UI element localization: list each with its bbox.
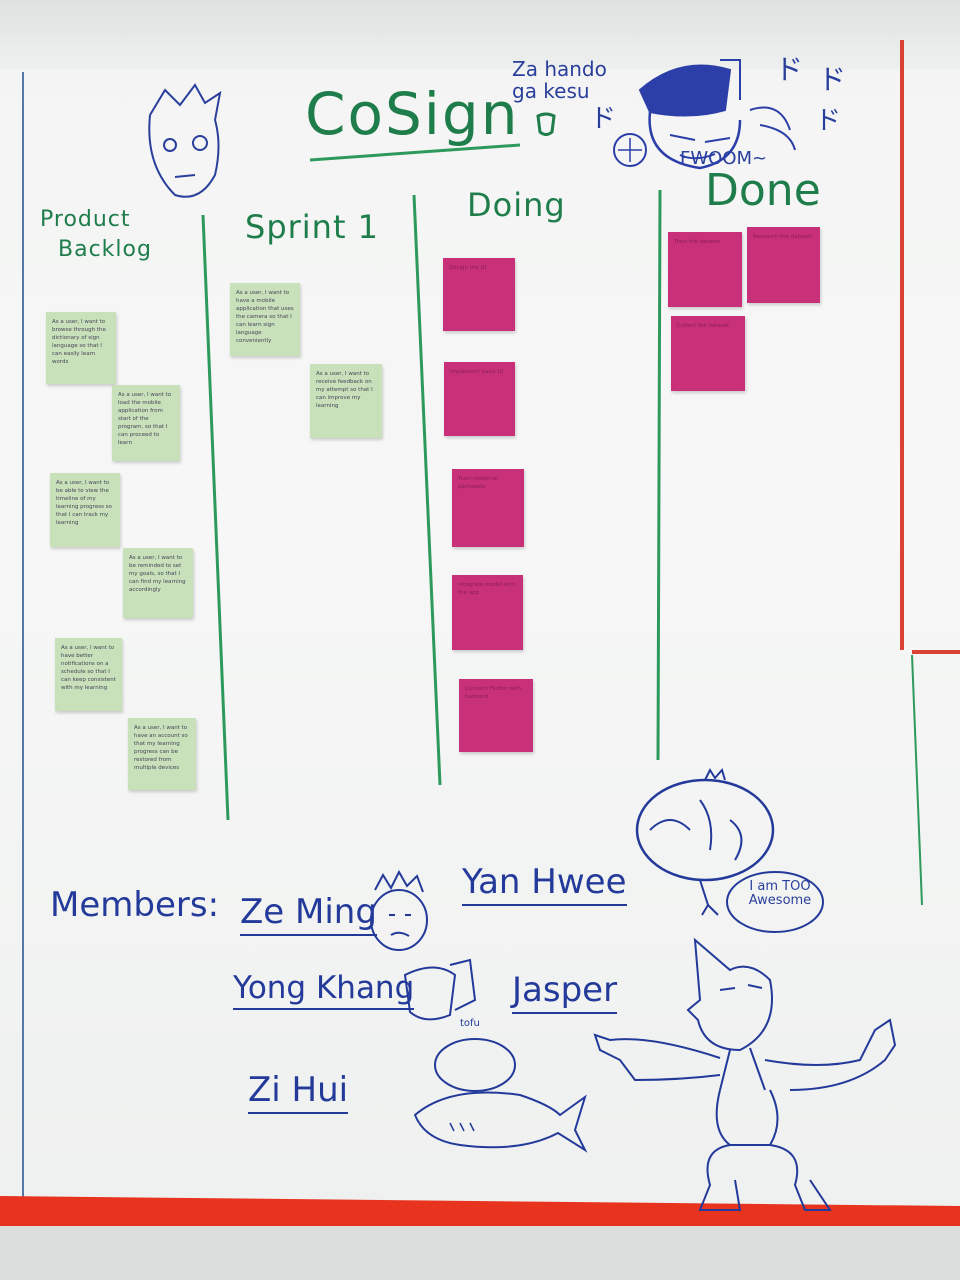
speech-bubble-text: I am TOO Awesome (748, 879, 812, 908)
board-edge-left (22, 72, 24, 1202)
manga-caption: Za hando ga kesu (512, 57, 607, 103)
speech-bubble (726, 871, 824, 933)
muscle-man-drawing (593, 937, 897, 1211)
sad-face-drawing (370, 869, 428, 951)
face-drawing (148, 83, 222, 198)
manga-sfx-3: ド (590, 104, 617, 134)
done-note: Train the dataset (668, 232, 742, 307)
backlog-note: As a user, I want to be able to view the… (50, 473, 120, 547)
member-name: Jasper (512, 970, 618, 1014)
doing-note: Connect Flutter with backend (459, 679, 533, 752)
brain-drawing (635, 767, 775, 916)
fish-drawing (413, 1038, 588, 1153)
done-note: Research the dataset (747, 227, 820, 303)
doing-note: Train model on alphabets (452, 469, 524, 547)
board-title: CoSign (305, 80, 520, 148)
manga-sfx-4: ド (815, 106, 842, 136)
members-label: Members: (50, 885, 220, 925)
backlog-note: As a user, I want to load the mobile app… (112, 385, 180, 461)
done-note: Collect the dataset (671, 316, 745, 391)
member-name: Yan Hwee (462, 862, 627, 906)
member-name: Ze Ming (240, 892, 377, 936)
backlog-note: As a user, I want to be reminded to set … (123, 548, 193, 618)
wall (0, 0, 960, 70)
red-divider-stub (912, 650, 960, 654)
backlog-note: As a user, I want to browse through the … (46, 312, 116, 384)
backlog-note: As a user, I want to have better notific… (55, 638, 122, 711)
manga-sfx-1: ド (775, 53, 804, 86)
backlog-note: As a user, I want to have an account so … (128, 718, 196, 790)
manga-character-drawing (613, 59, 796, 170)
column-header-done: Done (705, 165, 821, 216)
manga-sfx-2: ド (818, 63, 847, 96)
tofu-drawing: tofu (403, 958, 480, 1029)
member-name: Zi Hui (248, 1070, 349, 1114)
column-header-sprint: Sprint 1 (245, 208, 380, 246)
shield-icon (536, 112, 556, 136)
sprint-note: As a user, I want to have a mobile appli… (230, 283, 300, 356)
wall-below (0, 1226, 960, 1280)
sprint-note: As a user, I want to receive feedback on… (310, 364, 382, 438)
doing-note: Implement basic UI (444, 362, 515, 436)
svg-text:tofu: tofu (460, 1018, 480, 1029)
red-divider-line (900, 40, 904, 650)
doing-note: Design the UI (443, 258, 515, 331)
doing-note: Integrate model with the app (452, 575, 523, 650)
column-header-doing: Doing (467, 186, 566, 224)
member-name: Yong Khang (233, 970, 415, 1010)
column-header-product-backlog: Product Backlog (40, 207, 152, 262)
